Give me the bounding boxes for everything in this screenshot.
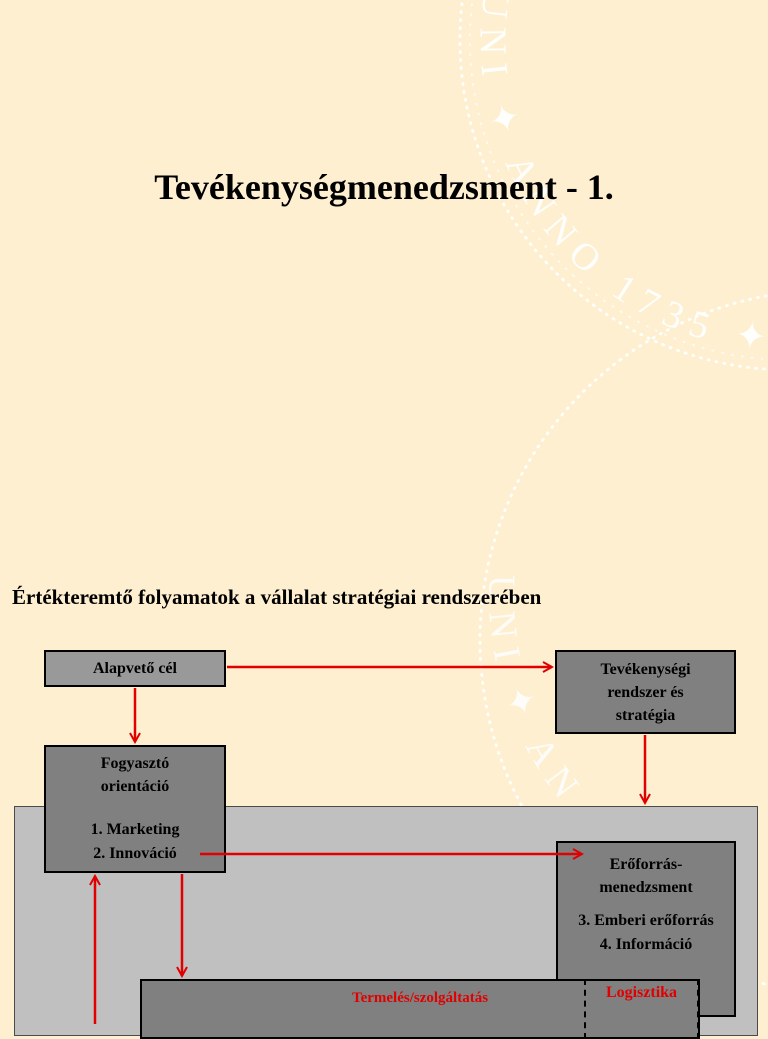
logistics-label: Logisztika (605, 984, 678, 1001)
consumer-line1: Fogyasztó (100, 755, 170, 772)
consumer-orientation-box: Fogyasztó orientáció 1. Marketing 2. Inn… (44, 745, 226, 873)
logistics-box: Logisztika (584, 979, 699, 1039)
consumer-item-innovation: 2. Innováció (93, 844, 177, 862)
production-label: Termelés/szolgáltatás (351, 990, 489, 1006)
resources-item-information: 4. Információ (599, 935, 693, 953)
slide-title: Tevékenységmenedzsment - 1. (154, 167, 614, 207)
activity-system-line2: rendszer és (607, 684, 684, 702)
activity-system-line1: Tevékenységi (600, 661, 691, 678)
activity-system-line3: stratégia (615, 707, 676, 725)
goal-label: Alapvető cél (93, 660, 177, 677)
goal-box: Alapvető cél (44, 650, 226, 687)
consumer-line2: orientáció (100, 778, 170, 796)
activity-system-box: Tevékenységi rendszer és stratégia (555, 650, 736, 734)
resources-line1: Erőforrás- (609, 856, 683, 873)
resources-line2: menedzsment (599, 879, 693, 897)
consumer-item-marketing: 1. Marketing (90, 821, 180, 839)
resources-item-hr: 3. Emberi erőforrás (578, 912, 714, 930)
diagram-heading: Értékteremtő folyamatok a vállalat strat… (12, 585, 542, 609)
